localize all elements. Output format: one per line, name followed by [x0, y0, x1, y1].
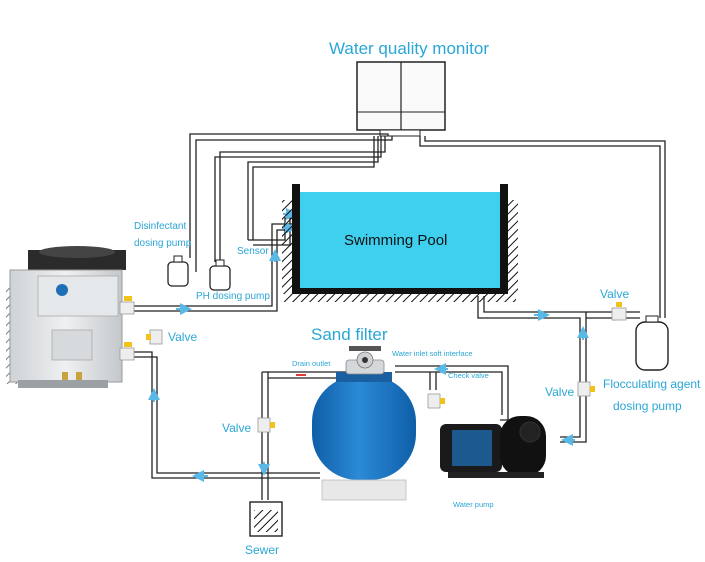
- ph-pump-icon: [209, 259, 231, 291]
- drain-outlet-label: Drain outlet: [292, 359, 331, 368]
- flocculating-label-1: Flocculating agent: [603, 377, 701, 391]
- disinfectant-label-1: Disinfectant: [134, 221, 187, 232]
- filter-label: Sand filter: [311, 325, 388, 344]
- sand-filter-tank-icon: [312, 346, 416, 501]
- monitor-label: Water quality monitor: [329, 39, 489, 58]
- heat-pump-unit-icon: [6, 246, 126, 388]
- pool-label: Swimming Pool: [344, 232, 448, 249]
- ph-label: PH dosing pump: [196, 291, 270, 302]
- valve-icons: [119, 296, 627, 433]
- flocculating-pump-icon: [635, 315, 669, 371]
- valve-label-filter: Valve: [222, 421, 252, 435]
- disinfectant-label-2: dosing pump: [134, 238, 192, 249]
- valve-label-left: Valve: [168, 330, 198, 344]
- sewer-label: Sewer: [245, 543, 280, 557]
- flocculating-label-2: dosing pump: [613, 399, 682, 413]
- sensor-label: Sensor: [237, 246, 269, 257]
- monitor-box-icon: [356, 61, 446, 137]
- swimming-pool: [282, 184, 518, 302]
- disinfectant-pump-icon: [167, 255, 189, 287]
- water-pump-label: Water pump: [453, 500, 494, 509]
- water-inlet-label: Water inlet soft interface: [392, 349, 473, 358]
- sewer-icon: [249, 501, 283, 537]
- valve-label-right-top: Valve: [600, 287, 630, 301]
- valve-label-right-mid: Valve: [545, 385, 575, 399]
- check-valve-label: Check valve: [448, 371, 489, 380]
- water-pump-icon: [440, 416, 546, 478]
- pipe-network: [120, 133, 666, 500]
